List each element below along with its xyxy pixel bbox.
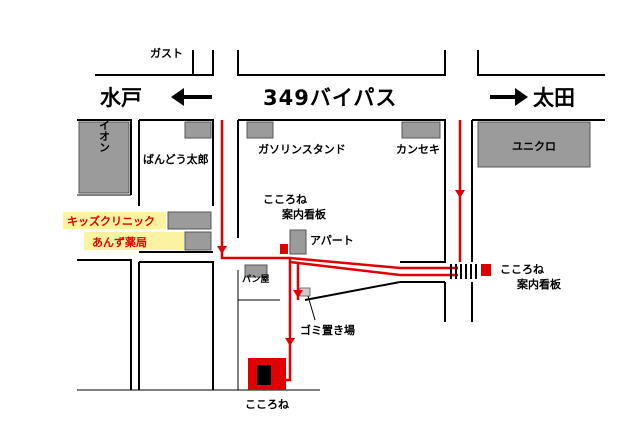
apartment-building — [289, 229, 307, 255]
bandou-label: ばんどう太郎 — [143, 152, 209, 166]
destination-inner — [257, 365, 271, 385]
kanseki-building — [401, 121, 441, 139]
east-city-label: 太田 — [533, 86, 575, 110]
arrow-right-icon — [490, 88, 528, 106]
road-name-label: 349バイパス — [263, 86, 397, 110]
north-sign-line1: こころね — [263, 193, 307, 206]
uniqlo-building — [477, 121, 591, 168]
pharmacy-building — [184, 231, 212, 251]
garbage-label: ゴミ置き場 — [300, 323, 355, 337]
north-sign-marker — [280, 244, 288, 254]
kids-clinic-label: キッズクリニック — [67, 214, 155, 228]
gas-station-building — [246, 121, 274, 139]
bandou-annex — [184, 121, 212, 139]
pharmacy-label: あんず薬局 — [92, 235, 147, 249]
north-blocks — [95, 50, 605, 76]
south-streets — [77, 119, 605, 391]
destination-label: こころね — [245, 398, 289, 411]
arrow-left-icon — [171, 88, 212, 106]
gas-station-label: ガソリンスタンド — [258, 142, 346, 156]
kanseki-label: カンセキ — [396, 143, 440, 156]
crosswalk — [450, 264, 477, 279]
apartment-label: アパート — [310, 234, 354, 247]
clinic-building — [167, 211, 212, 230]
east-sign-line2: 案内看板 — [516, 277, 562, 291]
west-city-label: 水戸 — [100, 86, 142, 110]
east-sign-marker — [481, 264, 491, 276]
north-sign-line2: 案内看板 — [281, 207, 327, 221]
bakery-building — [244, 264, 268, 278]
bakery-label: パン屋 — [242, 273, 269, 285]
pharmacy-tag — [84, 232, 184, 250]
kids-clinic-tag — [63, 212, 166, 229]
aeon-label: イオン — [98, 119, 111, 152]
uniqlo-label: ユニクロ — [512, 140, 556, 153]
east-sign-line1: こころね — [500, 263, 544, 276]
aeon-building — [78, 121, 130, 194]
gusto-label: ガスト — [150, 46, 183, 60]
route — [217, 120, 465, 382]
